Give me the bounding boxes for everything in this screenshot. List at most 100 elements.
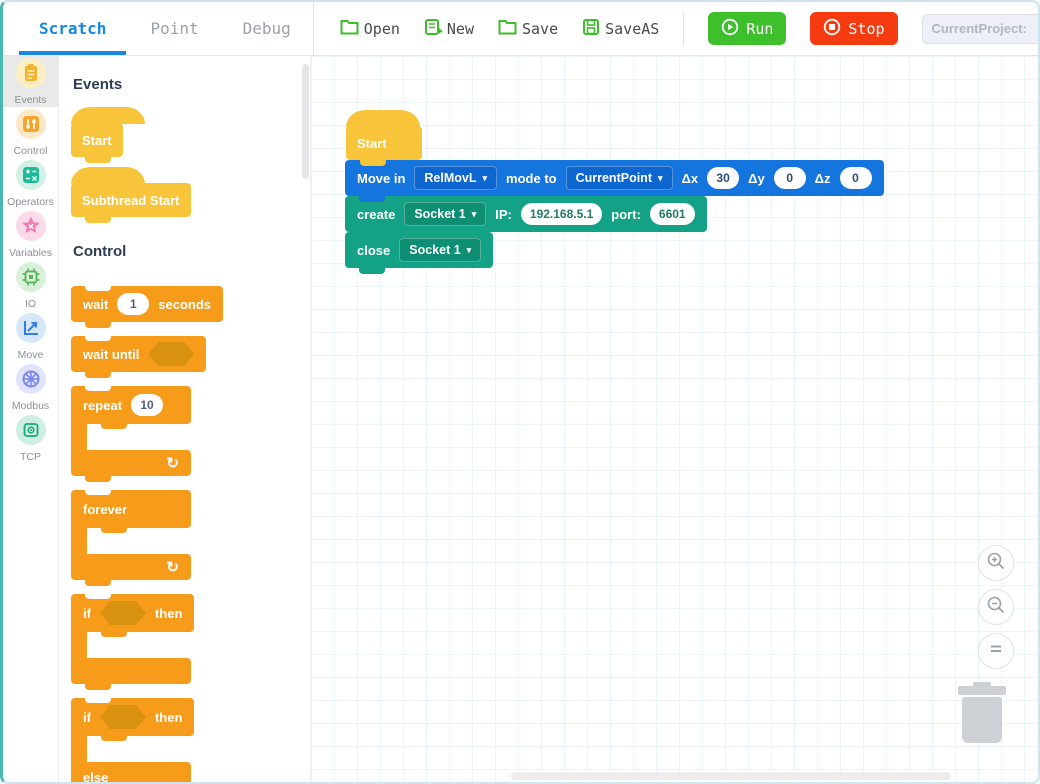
move-icon xyxy=(15,312,46,348)
stop-label: Stop xyxy=(848,19,885,38)
save-folder-icon xyxy=(498,18,517,39)
sidebar-item-label: Operators xyxy=(7,195,54,208)
tab-point[interactable]: Point xyxy=(150,19,199,38)
forever-mouth xyxy=(71,528,87,554)
tab-debug[interactable]: Debug xyxy=(242,19,291,38)
stop-square-icon xyxy=(823,18,841,40)
trash-can[interactable] xyxy=(958,682,1006,743)
palette-block-wait-seconds[interactable]: wait 1 seconds xyxy=(71,286,224,328)
top-bar: Scratch Point Debug Open New Sav xyxy=(3,2,1038,56)
open-folder-icon xyxy=(340,18,359,39)
sidebar-item-label: Events xyxy=(14,93,47,106)
run-play-icon xyxy=(721,18,739,40)
canvas-horizontal-scrollbar[interactable] xyxy=(511,772,951,780)
delta-z-input[interactable]: 0 xyxy=(839,167,872,189)
save-button[interactable]: Save xyxy=(498,18,558,39)
zoom-reset-icon xyxy=(986,639,1006,664)
condition-hexagon-slot[interactable] xyxy=(99,601,146,625)
new-label: New xyxy=(446,19,474,38)
block-label: mode to xyxy=(506,170,557,186)
wait-seconds-input[interactable]: 1 xyxy=(117,293,150,315)
current-project-input[interactable] xyxy=(921,13,1038,44)
sidebar-item-variables[interactable]: Variables xyxy=(3,209,58,260)
block-label: Subthread Start xyxy=(82,192,180,208)
block-label: Start xyxy=(82,132,112,148)
new-button[interactable]: New xyxy=(424,18,474,40)
trash-lid-icon xyxy=(958,682,1006,695)
block-label: Start xyxy=(357,135,387,151)
block-label: close xyxy=(357,242,391,258)
save-as-floppy-icon xyxy=(582,18,600,40)
open-button[interactable]: Open xyxy=(340,18,400,39)
events-icon xyxy=(15,57,46,93)
palette-scrollbar[interactable] xyxy=(302,64,309,179)
modbus-icon xyxy=(15,363,46,399)
trash-body-icon xyxy=(962,697,1002,743)
chevron-down-icon: ▾ xyxy=(471,208,477,219)
repeat-count-input[interactable]: 10 xyxy=(131,394,164,416)
sidebar-item-label: IO xyxy=(24,297,37,310)
canvas-block-close-socket[interactable]: close Socket 1 ▾ xyxy=(345,232,494,274)
workspace-canvas[interactable]: Start Move in RelMovL ▾ mode to CurrentP… xyxy=(311,56,1038,782)
sidebar-item-label: Move xyxy=(17,348,44,361)
operators-icon xyxy=(15,159,46,195)
palette-section-events: Events xyxy=(73,76,123,93)
sidebar-item-label: Control xyxy=(13,144,48,157)
canvas-block-move[interactable]: Move in RelMovL ▾ mode to CurrentPoint ▾… xyxy=(345,160,884,202)
dropdown-value: CurrentPoint xyxy=(575,171,652,185)
sidebar-item-events[interactable]: Events xyxy=(3,56,58,107)
repeat-mouth xyxy=(71,424,87,450)
canvas-block-create-socket[interactable]: create Socket 1 ▾ IP: 192.168.5.1 port: … xyxy=(345,196,707,238)
palette-block-subthread-start[interactable]: Subthread Start xyxy=(71,167,191,223)
loop-arrow-icon: ↻ xyxy=(166,455,179,472)
zoom-out-icon xyxy=(986,595,1006,620)
palette-block-wait-until[interactable]: wait until xyxy=(71,336,207,378)
delta-y-input[interactable]: 0 xyxy=(773,167,806,189)
if-head: if then xyxy=(71,594,195,637)
palette-block-if-then[interactable]: if then xyxy=(71,594,195,690)
zoom-reset-button[interactable] xyxy=(978,633,1014,669)
chevron-down-icon: ▾ xyxy=(657,172,663,183)
sidebar-item-tcp[interactable]: TCP xyxy=(3,413,58,464)
move-mode-dropdown[interactable]: RelMovL ▾ xyxy=(414,166,498,190)
save-label: Save xyxy=(522,19,559,38)
canvas-block-start[interactable]: Start xyxy=(346,110,422,166)
if-else-mouth-1 xyxy=(71,736,87,762)
toolbar: Open New Save SaveAS xyxy=(314,2,1038,55)
stop-button[interactable]: Stop xyxy=(810,12,898,45)
move-point-dropdown[interactable]: CurrentPoint ▾ xyxy=(565,166,673,190)
delta-x-input[interactable]: 30 xyxy=(707,167,740,189)
tab-scratch[interactable]: Scratch xyxy=(17,2,128,55)
condition-hexagon-slot[interactable] xyxy=(148,342,195,366)
if-mouth xyxy=(71,632,87,658)
sidebar-item-move[interactable]: Move xyxy=(3,311,58,362)
create-socket-dropdown[interactable]: Socket 1 ▾ xyxy=(404,202,487,226)
sidebar-item-operators[interactable]: Operators xyxy=(3,158,58,209)
sidebar-item-io[interactable]: IO xyxy=(3,260,58,311)
io-icon xyxy=(15,261,46,297)
toolbar-divider xyxy=(683,11,685,46)
close-socket-dropdown[interactable]: Socket 1 ▾ xyxy=(399,238,482,262)
run-button[interactable]: Run xyxy=(708,12,787,45)
palette-block-start[interactable]: Start xyxy=(71,107,145,163)
sidebar-item-control[interactable]: Control xyxy=(3,107,58,158)
palette-block-if-else[interactable]: if then else xyxy=(71,698,195,783)
variables-icon xyxy=(15,210,46,246)
block-label: else xyxy=(83,769,109,783)
block-label: Δx xyxy=(681,170,699,186)
zoom-in-button[interactable] xyxy=(978,545,1014,581)
control-icon xyxy=(15,108,46,144)
socket-ip-input[interactable]: 192.168.5.1 xyxy=(520,203,603,225)
save-as-button[interactable]: SaveAS xyxy=(582,18,659,40)
if-else-else-bar: else xyxy=(71,762,191,783)
condition-hexagon-slot[interactable] xyxy=(99,705,146,729)
block-label: create xyxy=(357,206,396,222)
palette-block-repeat[interactable]: repeat 10 ↻ xyxy=(71,386,191,482)
sidebar-item-modbus[interactable]: Modbus xyxy=(3,362,58,413)
zoom-out-button[interactable] xyxy=(978,589,1014,625)
palette-block-forever[interactable]: forever ↻ xyxy=(71,490,191,586)
open-label: Open xyxy=(363,19,400,38)
block-label: Δz xyxy=(814,170,831,186)
socket-port-input[interactable]: 6601 xyxy=(649,203,695,225)
